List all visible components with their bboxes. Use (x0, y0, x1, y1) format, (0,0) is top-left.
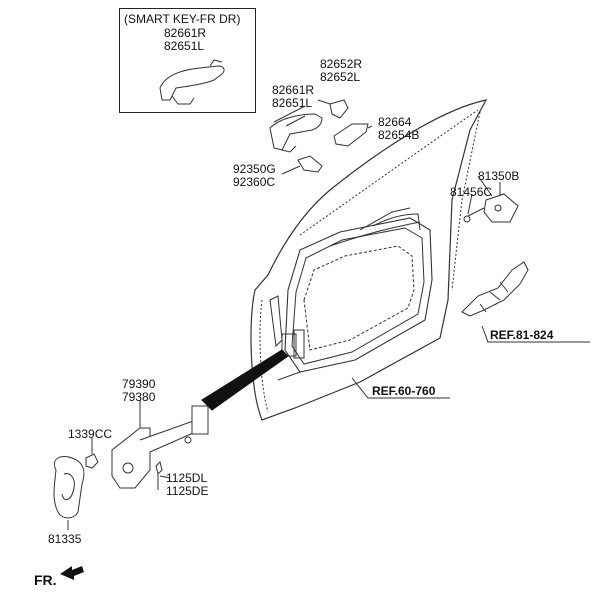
door-checker-icon (111, 427, 151, 489)
label-92350g: 92350G (233, 162, 276, 176)
label-1125dl: 1125DL (166, 471, 208, 485)
door-panel (250, 99, 488, 421)
fr-arrow-icon (60, 566, 84, 580)
label-82651l: 82651L (272, 96, 313, 110)
smart-key-handle-icon (159, 65, 225, 101)
label-82652r: 82652R (320, 57, 363, 71)
smart-key-title: (SMART KEY-FR DR) (124, 12, 241, 26)
ref-60-760: REF.60-760 (372, 384, 436, 398)
fr-direction-label: FR. (34, 572, 57, 588)
label-1125de: 1125DE (166, 484, 209, 498)
label-82664: 82664 (378, 115, 412, 129)
label-79380: 79380 (122, 390, 156, 404)
label-82652l: 82652L (320, 70, 361, 84)
label-79390: 79390 (122, 377, 156, 391)
latch-assembly-icon (461, 261, 529, 317)
handle-gasket-icon (333, 123, 369, 147)
bolt-icon (467, 207, 485, 217)
outside-handle-icon (269, 113, 323, 151)
screw-icon (155, 461, 163, 475)
label-82661r: 82661R (272, 83, 315, 97)
nut-icon (85, 453, 99, 469)
checker-leader (201, 349, 289, 411)
ref-81-824: REF.81-824 (490, 328, 554, 342)
label-82654b: 82654B (378, 128, 420, 142)
label-81335: 81335 (48, 532, 82, 546)
label-92360c: 92360C (233, 175, 276, 189)
label-81350b: 81350B (478, 169, 520, 183)
smart-key-box (119, 8, 256, 113)
label-1339cc: 1339CC (68, 427, 113, 441)
label-82651l-smart: 82651L (164, 39, 205, 53)
bezel-gasket-icon (297, 155, 323, 173)
checker-cover-icon (53, 456, 85, 519)
label-82661r-smart: 82661R (164, 26, 207, 40)
label-81456c: 81456C (450, 185, 493, 199)
handle-cover-icon (329, 99, 349, 119)
